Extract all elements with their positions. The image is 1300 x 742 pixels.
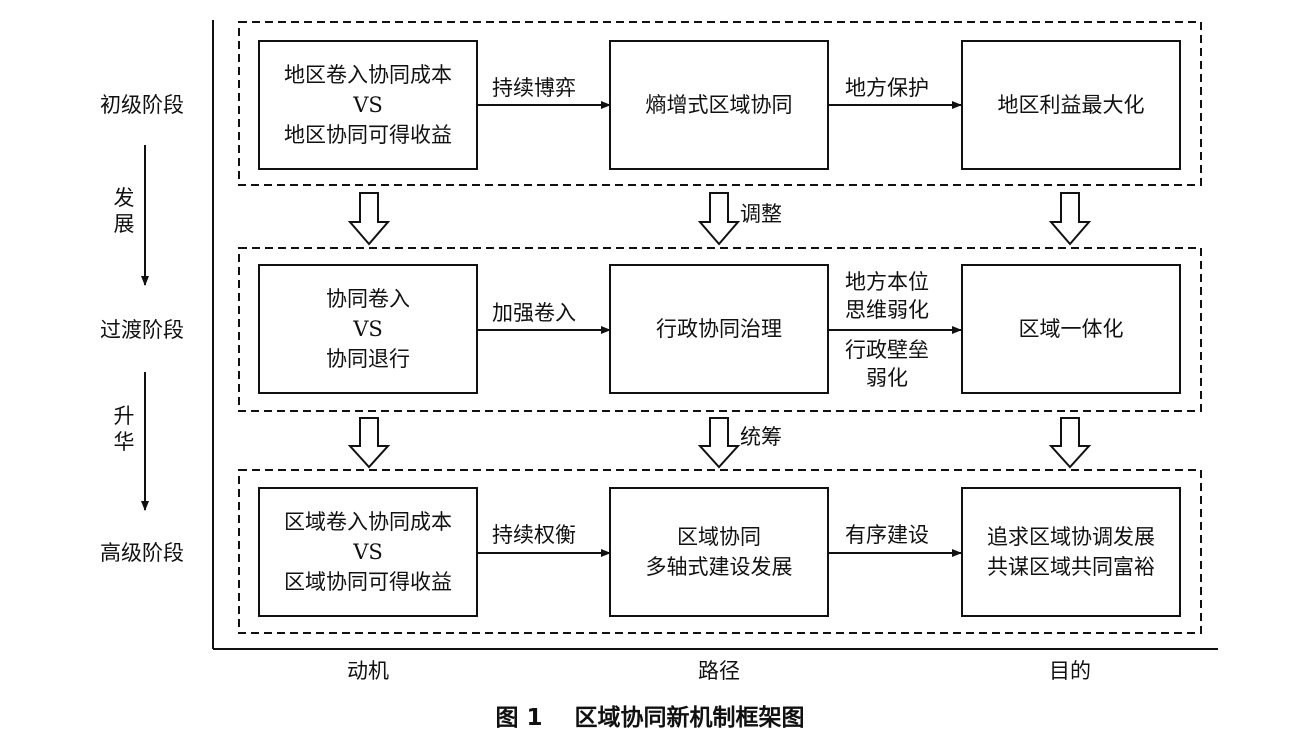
r2-path-node: 行政协同治理 — [609, 264, 829, 394]
r2-edge2-top-line2: 思维弱化 — [845, 298, 929, 322]
hollow-arrow-1-motive — [347, 192, 391, 246]
r3-motive-node: 区域卷入协同成本 VS 区域协同可得收益 — [258, 487, 478, 617]
adjust-label: 调整 — [740, 202, 782, 226]
hollow-arrow-2-goal — [1048, 417, 1092, 469]
figure-caption: 图 1 区域协同新机制框架图 — [495, 705, 805, 731]
r2-goal-node: 区域一体化 — [961, 264, 1181, 394]
r1-motive-line1: 地区卷入协同成本 — [284, 63, 452, 87]
axis-label-path: 路径 — [698, 659, 740, 683]
r3-goal-node: 追求区域协调发展 共谋区域共同富裕 — [961, 487, 1181, 617]
coordinate-label: 统筹 — [740, 425, 782, 449]
elevate-label: 升华 — [113, 404, 135, 454]
r2-edge2-bottom-line1: 行政壁垒 — [845, 338, 929, 362]
r2-edge2-bottom-line2: 弱化 — [866, 366, 908, 390]
hollow-arrow-2-motive — [347, 417, 391, 469]
hollow-arrow-1-goal — [1048, 192, 1092, 246]
r1-motive-line3: 地区协同可得收益 — [284, 123, 452, 147]
stage-primary-label: 初级阶段 — [100, 93, 184, 117]
r1-edge1-label: 持续博弈 — [492, 76, 576, 100]
axis-label-motive: 动机 — [347, 659, 389, 683]
r3-edge2-label: 有序建设 — [845, 523, 929, 547]
stage-advanced-label: 高级阶段 — [100, 541, 184, 565]
stage-frame-advanced — [238, 469, 1202, 634]
stage-frame-transition — [238, 247, 1202, 412]
r1-motive-node: 地区卷入协同成本 VS 地区协同可得收益 — [258, 40, 478, 170]
hollow-arrow-2-path — [697, 417, 741, 469]
develop-label: 发展 — [113, 186, 135, 236]
stage-frame-primary — [238, 21, 1202, 186]
r2-motive-node: 协同卷入 VS 协同退行 — [258, 264, 478, 394]
hollow-arrow-1-path — [697, 192, 741, 246]
r1-goal-node: 地区利益最大化 — [961, 40, 1181, 170]
r2-edge1-label: 加强卷入 — [492, 301, 576, 325]
r1-path-node: 熵增式区域协同 — [609, 40, 829, 170]
r2-edge2-top-line1: 地方本位 — [845, 270, 929, 294]
r3-path-node: 区域协同 多轴式建设发展 — [609, 487, 829, 617]
stage-transition-label: 过渡阶段 — [100, 318, 184, 342]
r1-edge2-label: 地方保护 — [845, 76, 929, 100]
r1-motive-line2: VS — [353, 93, 383, 117]
axis-label-goal: 目的 — [1049, 659, 1091, 683]
r3-edge1-label: 持续权衡 — [492, 523, 576, 547]
